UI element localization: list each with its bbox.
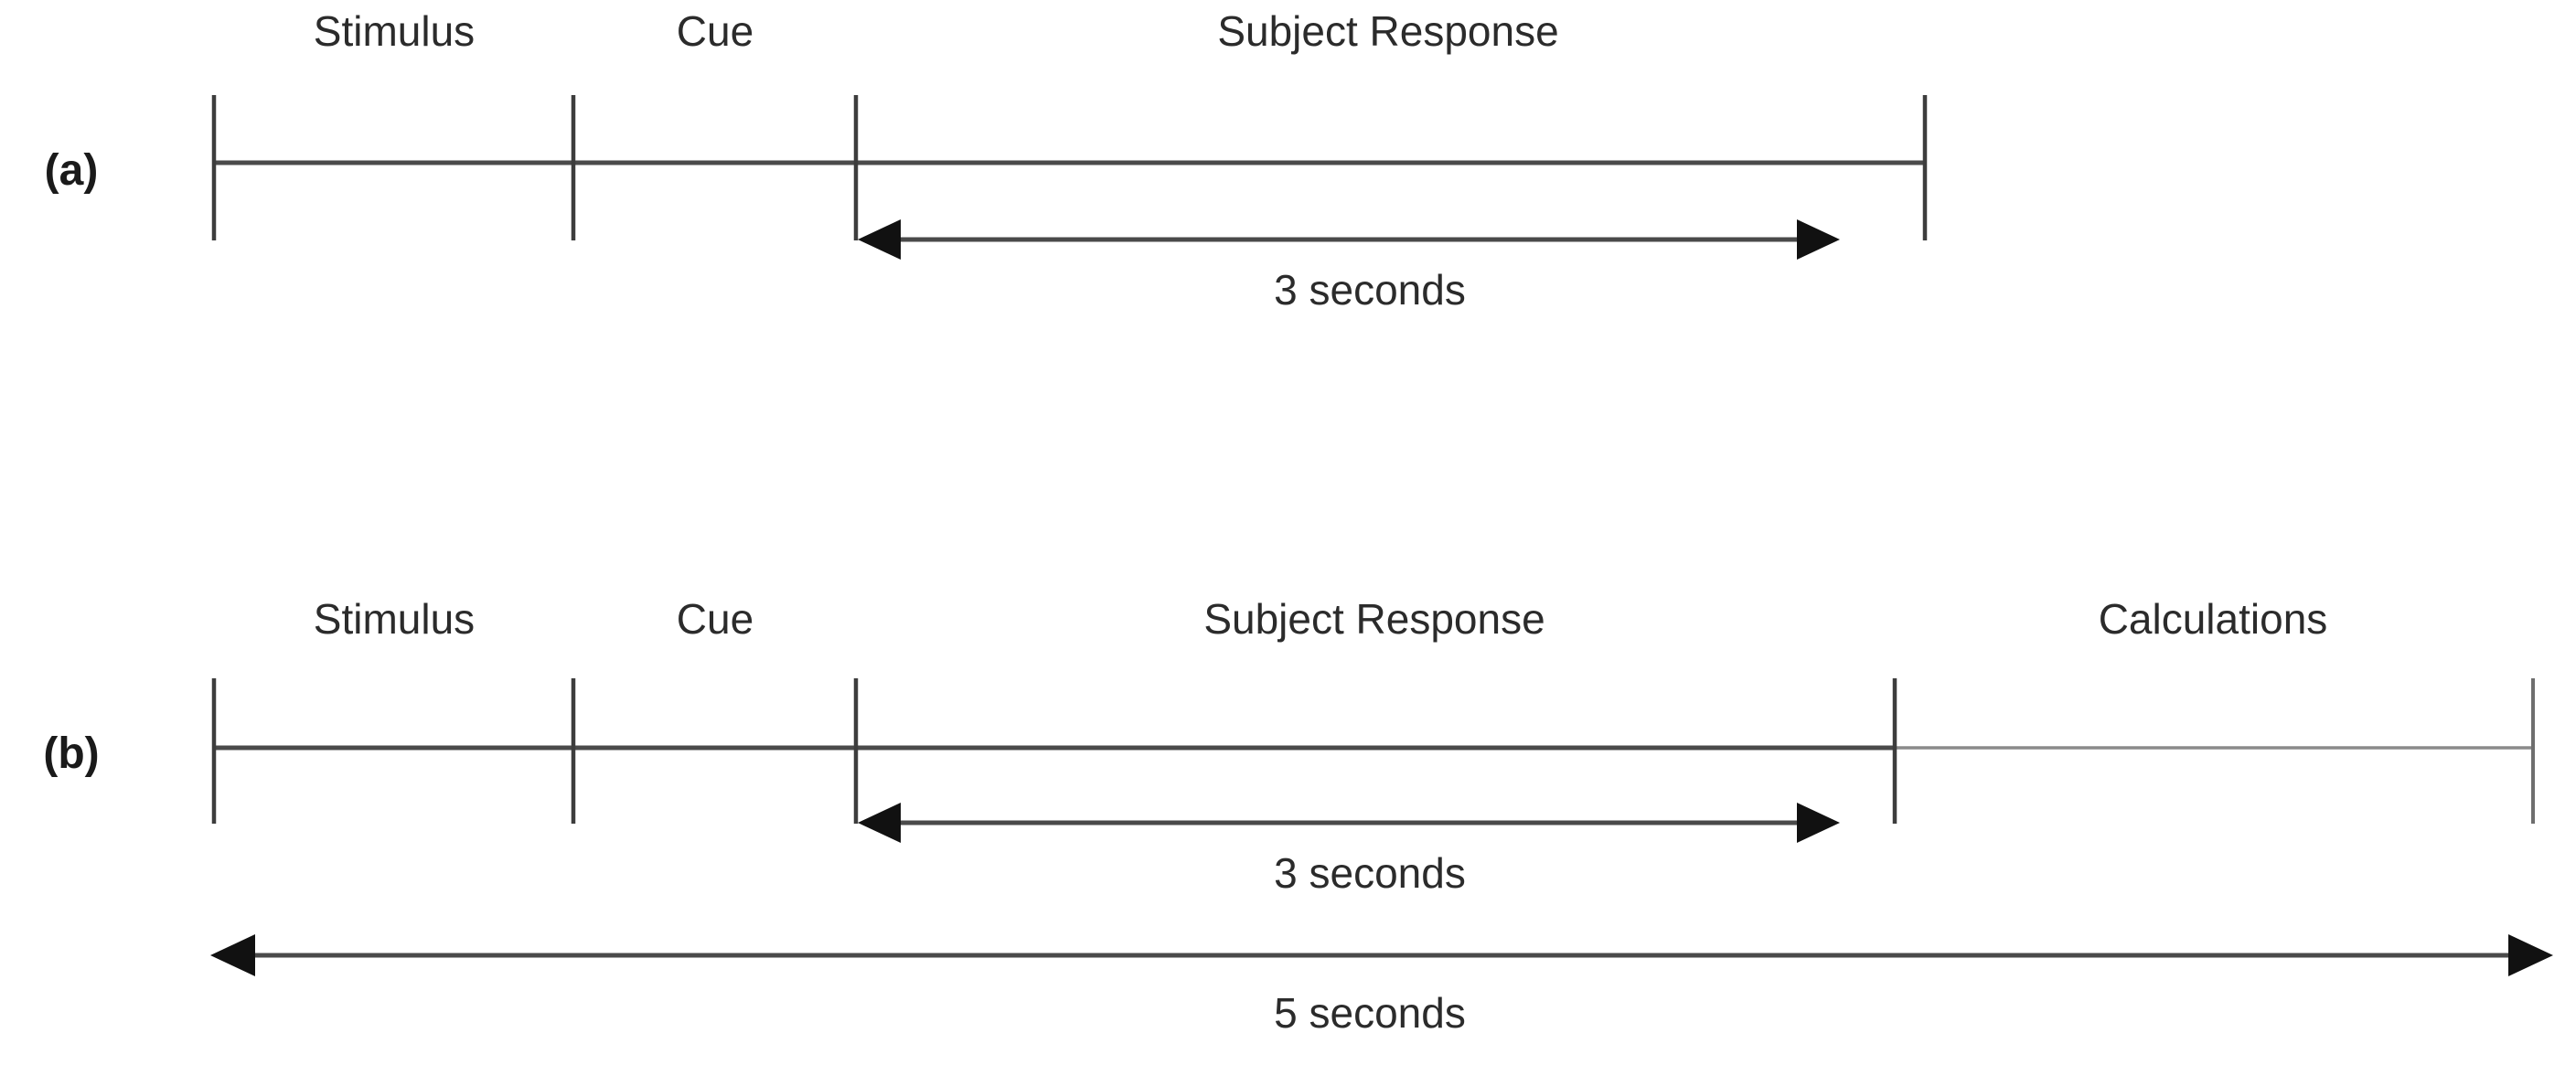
panel-b-duration-arrow-5-seconds [210,934,2553,976]
panel-a-segment-label-cue: Cue [677,7,754,55]
panel-b-duration-arrow-head-left [858,803,901,843]
panel-a-duration-arrow-head-right [1797,219,1840,260]
panel-b-label: (b) [43,730,99,778]
panel-b-segment-label-calculations: Calculations [2099,595,2328,643]
panel-b-segment-label-cue: Cue [677,595,754,643]
panel-b-duration-label-5-seconds: 5 seconds [1274,989,1466,1037]
panel-b-segment-label-subject-response: Subject Response [1203,595,1545,643]
panel-a-label: (a) [45,146,99,195]
panel-b-duration-arrow-3-seconds [858,803,1840,843]
panel-b-duration-arrow-head-right [1797,803,1840,843]
panel-b-segment-label-stimulus: Stimulus [314,595,475,643]
panel-a-duration-label-3-seconds: 3 seconds [1274,266,1466,314]
panel-a-duration-arrow-head-left [858,219,901,260]
panel-b: (b) Stimulus Cue Subject Response Calcul… [43,595,2553,1037]
panel-a: (a) Stimulus Cue Subject Response 3 seco… [45,7,1928,314]
panel-b-total-arrow-head-right [2508,934,2553,976]
panel-b-duration-label-3-seconds: 3 seconds [1274,849,1466,897]
panel-a-duration-arrow-3-seconds [858,219,1840,260]
panel-a-segment-label-stimulus: Stimulus [314,7,475,55]
panel-a-segment-label-subject-response: Subject Response [1217,7,1558,55]
panel-b-total-arrow-head-left [210,934,255,976]
